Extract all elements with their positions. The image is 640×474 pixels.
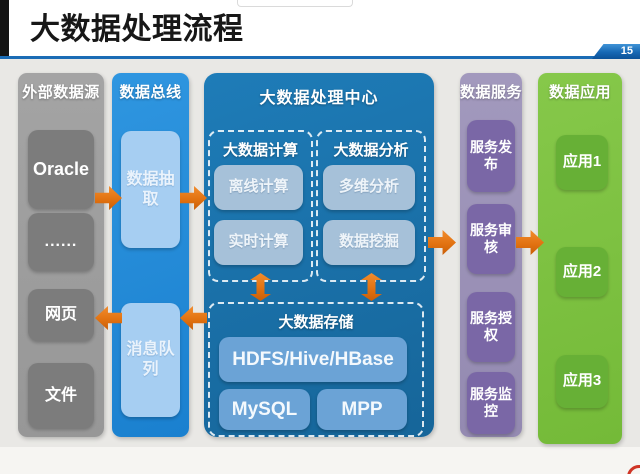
- storage-node-hdfs-hive-hbase: HDFS/Hive/HBase: [219, 337, 407, 382]
- panel-processing-center-title: 大数据处理中心: [259, 90, 379, 107]
- title-accent-bar: [0, 0, 9, 58]
- source-node-webpage: 网页: [28, 289, 94, 341]
- page-number-badge: 15: [592, 44, 640, 59]
- app-node-1: 应用1: [556, 135, 608, 190]
- page-number: 15: [620, 45, 633, 57]
- storage-node-mpp: MPP: [317, 389, 407, 430]
- analysis-node-mining: 数据挖掘: [323, 220, 415, 265]
- bus-node-data-extraction: 数据抽取: [121, 131, 180, 248]
- service-node-publish: 服务发布: [467, 120, 515, 192]
- group-big-data-compute-title: 大数据计算: [222, 142, 298, 159]
- storage-node-mysql: MySQL: [219, 389, 310, 430]
- source-node-others: ......: [28, 213, 94, 271]
- bus-node-message-queue: 消息队列: [121, 303, 180, 417]
- column-data-apps-title: 数据应用: [548, 84, 611, 101]
- group-big-data-analysis-title: 大数据分析: [333, 142, 409, 159]
- service-node-monitor: 服务监控: [467, 372, 515, 434]
- service-node-authorize: 服务授权: [467, 292, 515, 362]
- service-node-audit: 服务审核: [467, 204, 515, 274]
- column-data-bus-title: 数据总线: [119, 84, 182, 101]
- content-bottom-strip: [0, 447, 640, 474]
- column-external-sources-title: 外部数据源: [22, 84, 100, 101]
- source-node-oracle: Oracle: [28, 130, 94, 209]
- app-node-2: 应用2: [556, 247, 608, 297]
- double-arrow-compute-storage-icon: [250, 273, 271, 301]
- app-node-3: 应用3: [556, 355, 608, 408]
- column-data-services-title: 数据服务: [460, 84, 523, 101]
- compute-node-offline: 离线计算: [214, 165, 303, 210]
- top-border-artifact: [237, 0, 353, 7]
- source-node-file: 文件: [28, 363, 94, 428]
- header-rule: [0, 56, 640, 59]
- compute-node-realtime: 实时计算: [214, 220, 303, 265]
- group-big-data-storage-title: 大数据存储: [278, 314, 354, 331]
- analysis-node-multidim: 多维分析: [323, 165, 415, 210]
- page-title: 大数据处理流程: [30, 13, 244, 46]
- group-big-data-storage: 大数据存储: [208, 302, 424, 437]
- double-arrow-analysis-storage-icon: [361, 273, 382, 301]
- watermark-fragment-icon: [627, 465, 640, 474]
